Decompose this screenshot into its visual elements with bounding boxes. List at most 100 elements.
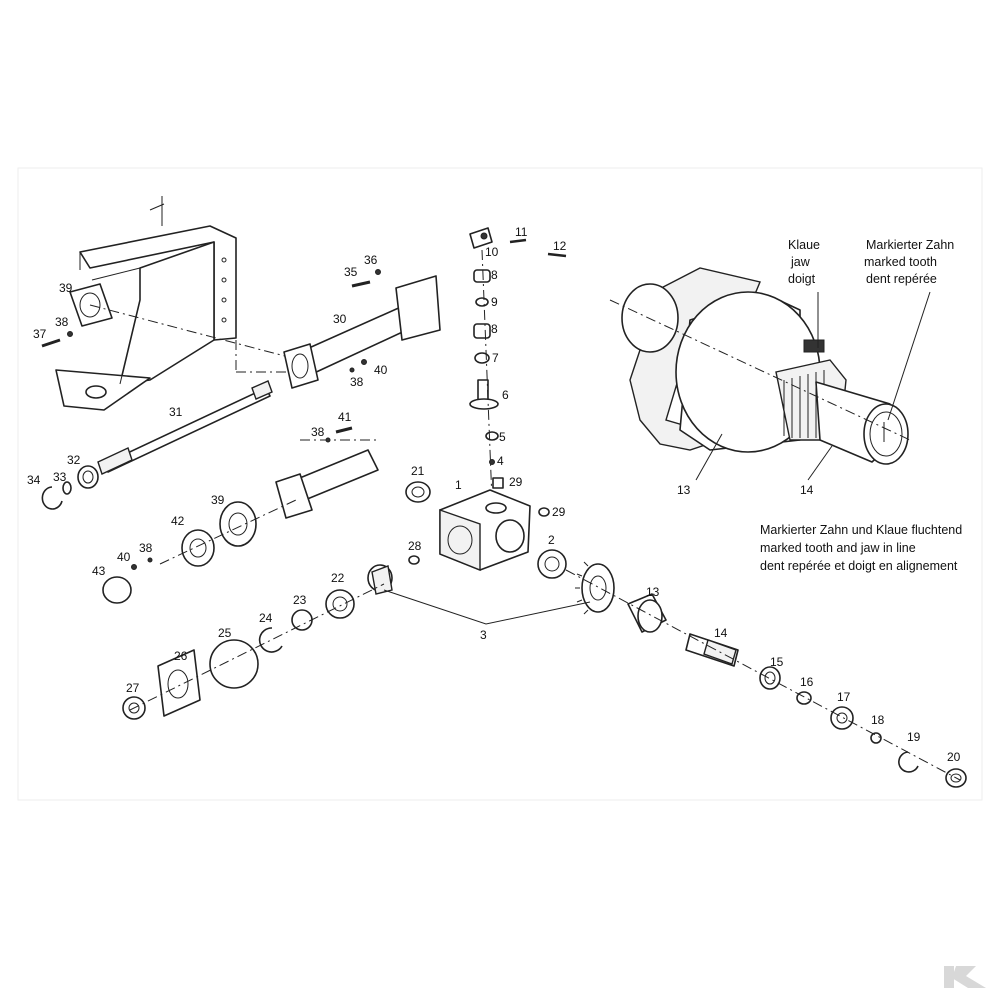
shaft-31 [97, 380, 273, 475]
part-label: 23 [293, 593, 307, 607]
part-label: 22 [331, 571, 345, 585]
clamp-43 [102, 576, 132, 604]
washer-9 [475, 297, 489, 307]
part-label: 19 [907, 730, 921, 744]
circlip-34 [41, 486, 63, 510]
centerline [159, 499, 297, 565]
plate-42 [181, 529, 215, 567]
bushing-8-upper [473, 269, 491, 283]
bearing-32 [77, 465, 99, 489]
part-label: 20 [947, 750, 961, 764]
part-label: 38 [350, 375, 364, 389]
part-label: 32 [67, 453, 81, 467]
hub-13 [627, 593, 667, 633]
ring-23 [291, 609, 313, 631]
ring-33 [62, 481, 72, 495]
part-label: 14 [800, 483, 814, 497]
part-label: 30 [333, 312, 347, 326]
plug-29-side [538, 507, 550, 517]
part-label: 4 [497, 454, 504, 468]
centerline [129, 583, 385, 711]
part-label: 10 [485, 245, 499, 259]
part-label: 8 [491, 268, 498, 282]
centerline [89, 304, 301, 361]
jaw-label-de: Klaue [788, 238, 820, 252]
part-label: 40 [117, 550, 131, 564]
washer-38 [147, 557, 153, 563]
part-label: 37 [33, 327, 47, 341]
plug-29-top [492, 477, 504, 489]
bushing-8-lower [473, 323, 491, 339]
ring-18 [870, 732, 882, 744]
part-label: 13 [646, 585, 660, 599]
spring-15 [759, 666, 781, 690]
part-label: 2 [548, 533, 555, 547]
ball-4 [489, 459, 495, 465]
tube-30 [283, 275, 441, 389]
part-label: 25 [218, 626, 232, 640]
circlip-24 [258, 627, 283, 653]
part-label: 36 [364, 253, 378, 267]
alignment-note-de: Markierter Zahn und Klaue fluchtend [760, 523, 962, 537]
part-label: 15 [770, 655, 784, 669]
gearbox-housing-1 [439, 489, 531, 572]
part-label: 38 [139, 541, 153, 555]
washer-38 [349, 367, 355, 373]
leader-14-detail [807, 445, 833, 481]
tooth-label-fr: dent repérée [866, 272, 937, 286]
detail-view [609, 267, 911, 465]
nut-40 [361, 359, 367, 365]
gearbox-tube [275, 439, 379, 519]
bolt-37 [41, 331, 73, 348]
part-label: 42 [171, 514, 185, 528]
jaw-label-en: jaw [790, 255, 811, 269]
seal-21 [405, 481, 431, 503]
part-label: 24 [259, 611, 273, 625]
leader-13-detail [695, 433, 723, 481]
pin-11 [509, 238, 527, 244]
part-label: 17 [837, 690, 851, 704]
part-label: 16 [800, 675, 814, 689]
part-label: 35 [344, 265, 358, 279]
part-number-labels: 1 2 3 4 5 6 7 8 8 9 10 11 12 13 13 14 14… [27, 225, 961, 764]
part-label: 1 [455, 478, 462, 492]
part-label: 43 [92, 564, 106, 578]
part-label: 40 [374, 363, 388, 377]
shaft-6 [469, 379, 499, 410]
part-label: 31 [169, 405, 183, 419]
bearing-22 [325, 589, 355, 619]
alignment-note: Markierter Zahn und Klaue fluchtend mark… [760, 523, 962, 573]
part-label: 33 [53, 470, 67, 484]
leader-3 [383, 589, 591, 625]
part-label: 27 [126, 681, 140, 695]
ring-7 [474, 352, 490, 364]
part-label: 21 [411, 464, 425, 478]
part-label: 18 [871, 713, 885, 727]
splined-shaft-14 [685, 633, 739, 667]
nut-40 [131, 564, 137, 570]
part-label: 28 [408, 539, 422, 553]
part-label: 38 [311, 425, 325, 439]
part-label: 9 [491, 295, 498, 309]
bearing-17 [830, 706, 854, 730]
part-label: 14 [714, 626, 728, 640]
centerline [565, 569, 961, 781]
part-label: 7 [492, 351, 499, 365]
part-label: 6 [502, 388, 509, 402]
part-label: 8 [491, 322, 498, 336]
washer-38 [325, 437, 331, 443]
jaw-label-fr: doigt [788, 272, 816, 286]
drawing-frame [17, 167, 983, 801]
tooth-label-en: marked tooth [864, 255, 937, 269]
part-label: 13 [677, 483, 691, 497]
circlip-19 [898, 751, 919, 773]
k-logo-icon [944, 966, 986, 988]
leader-tooth [887, 291, 931, 421]
cover-26 [157, 649, 201, 717]
alignment-note-en: marked tooth and jaw in line [760, 541, 916, 555]
centerline [481, 249, 493, 501]
part-label: 3 [480, 628, 487, 642]
part-label: 29 [552, 505, 566, 519]
part-label: 34 [27, 473, 41, 487]
